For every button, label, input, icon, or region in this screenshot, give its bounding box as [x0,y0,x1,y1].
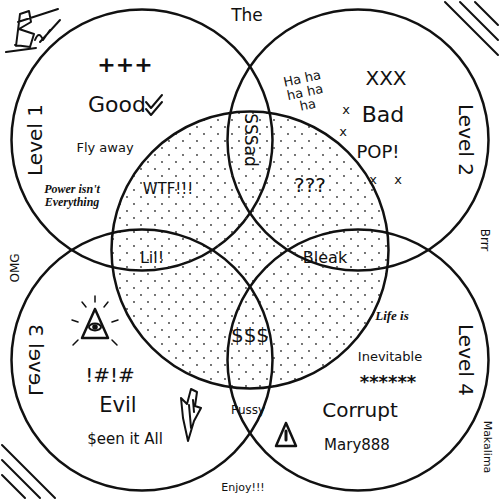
warning-triangle [276,423,296,446]
margin-label: Pussy [231,404,265,417]
circle-text: x [369,173,377,187]
margin-label: Makalima [481,421,493,474]
circle-text: x [394,173,402,187]
circle-outline [10,228,274,492]
circle-text: !#!# [85,365,135,386]
circle-text: +++ [97,53,152,76]
margin-label: OMG [9,253,22,282]
circle-text: Power isn't Everything [41,183,103,208]
circle-text: Life is [374,309,410,323]
circle-text: Ha ha ha ha ha [274,66,335,117]
check-marks [146,95,162,115]
circle-text: Mary888 [324,438,390,454]
margin-label: Brrr [479,229,492,252]
circle-text: Level 4 [455,324,476,396]
circle-text: Bad [362,103,405,126]
circle-text: Corrupt [322,400,398,421]
circle-line [12,230,273,491]
margin-label: Enjoy!!! [221,482,264,494]
circle-line [228,230,489,491]
circle-text: XXX [365,68,406,89]
circle-line [112,112,389,389]
circle-text: $een it All [87,432,163,448]
circle-text: Bleak [303,250,347,267]
circle-text: Inevitable [358,350,422,364]
eye-triangle-symbol [72,296,118,345]
circle-text: x [342,103,350,117]
circle-text: Good [88,93,146,116]
flame-symbol [181,389,201,441]
circle-text: SSSad [241,113,259,167]
venn-circle: Level 3 !#!# Evil $een it All [10,228,274,492]
circle-text: $$$ [231,325,269,346]
circle-text: Lil! [140,250,164,267]
circle-text: Level 2 [455,104,476,176]
circle-text: Fly away [76,141,133,155]
circle-text: x [339,125,347,139]
venn-circle: Life is Inevitable ****** CorruptMary888 Lev… [226,228,490,492]
circle-text: POP! [356,143,399,162]
margin-label: The [231,7,263,25]
circle-text: ****** [360,373,416,392]
circle-text: ??? [294,175,326,196]
circle-text: WTF!!! [143,182,194,198]
venn-circle: SSSadWTF!!!??? Lil! Bleak $$$ [110,110,390,390]
circle-text: Evil [99,394,136,416]
circle-text: Level 3 [25,324,46,396]
circle-text: Level 1 [25,104,46,176]
